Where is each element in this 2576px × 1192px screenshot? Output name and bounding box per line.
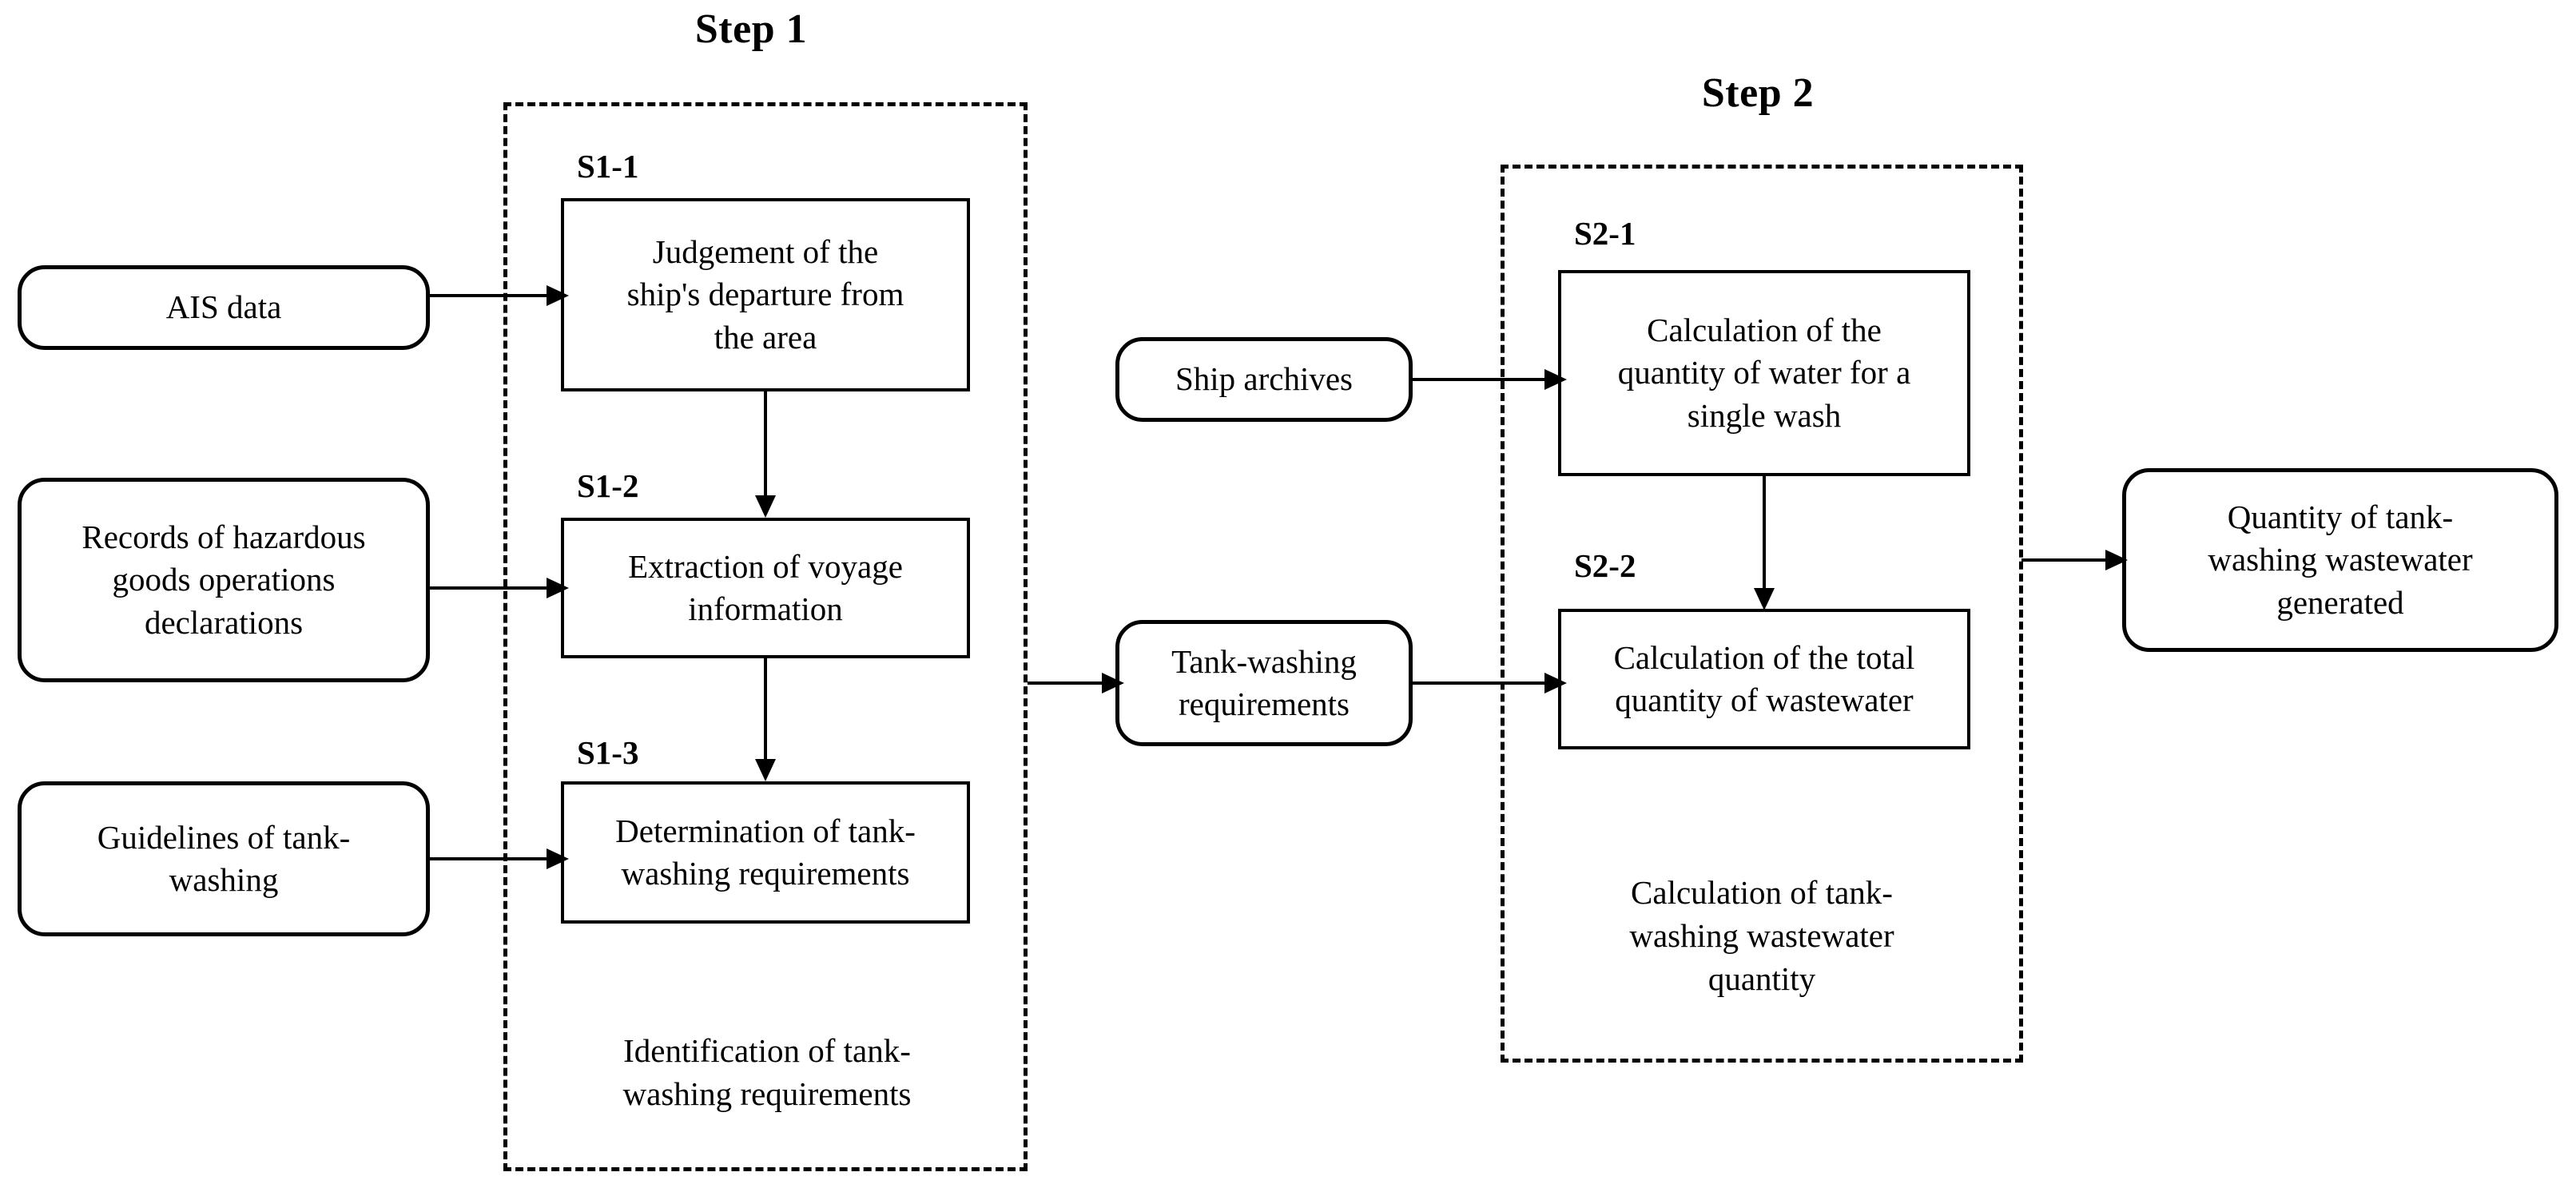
process-node-s1-2[interactable]: Extraction of voyage information [561,518,970,658]
input-node-ship-archives[interactable]: Ship archives [1115,337,1413,422]
process-label-s1-1: Judgement of the ship's departure from t… [626,233,904,356]
step2-title: Step 2 [1701,70,1815,116]
arrow-ais-to-s1-1 [430,285,569,306]
input-label-ais-data: AIS data [165,288,282,326]
step2-group-container [1501,165,2023,1063]
process-label-s1-2: Extraction of voyage information [628,547,903,627]
step2-group-caption: Calculation of tank- washing wastewater … [1629,874,1894,998]
intermediate-node-tank-washing-requirements[interactable]: Tank-washing requirements [1115,620,1413,746]
step1-title: Step 1 [694,6,808,52]
input-label-hazardous-records: Records of hazardous goods operations de… [81,519,366,641]
substep-code-s2-2: S2-2 [1574,547,1636,584]
substep-code-s1-3: S1-3 [577,734,639,771]
substep-code-s2-1: S2-1 [1574,215,1636,252]
arrow-s2-1-to-s2-2 [1754,476,1775,610]
arrow-tank-washing-requirements-to-s2-2 [1413,673,1567,693]
process-node-s2-2[interactable]: Calculation of the total quantity of was… [1558,609,1970,749]
input-label-tank-washing-guidelines: Guidelines of tank- washing [97,818,351,898]
input-node-tank-washing-guidelines[interactable]: Guidelines of tank- washing [18,781,430,936]
substep-code-s1-1: S1-1 [577,148,639,185]
output-node-wastewater-quantity[interactable]: Quantity of tank- washing wastewater gen… [2122,468,2558,652]
process-node-s1-1[interactable]: Judgement of the ship's departure from t… [561,198,970,391]
arrow-records-to-s1-2 [430,578,569,598]
arrow-step2-to-output [2021,550,2128,570]
arrow-s1-1-to-s1-2 [755,391,776,518]
process-label-s1-3: Determination of tank- washing requireme… [615,812,916,892]
arrow-ship-archives-to-s2-1 [1413,369,1567,390]
process-label-s2-1: Calculation of the quantity of water for… [1617,312,1911,434]
arrow-step1-to-tank-washing-requirements [1028,673,1124,693]
process-node-s1-3[interactable]: Determination of tank- washing requireme… [561,781,970,924]
output-label-wastewater-quantity: Quantity of tank- washing wastewater gen… [2208,499,2473,621]
input-label-ship-archives: Ship archives [1175,360,1354,398]
substep-code-s1-2: S1-2 [577,467,639,504]
input-node-ais-data[interactable]: AIS data [18,265,430,350]
step1-group-caption: Identification of tank- washing requirem… [622,1032,912,1113]
step1-group-container [503,102,1028,1171]
arrow-s1-2-to-s1-3 [755,658,776,781]
process-label-s2-2: Calculation of the total quantity of was… [1613,638,1915,718]
input-node-hazardous-records[interactable]: Records of hazardous goods operations de… [18,478,430,682]
intermediate-label-tank-washing-requirements: Tank-washing requirements [1171,642,1357,722]
arrow-guidelines-to-s1-3 [430,848,569,869]
process-node-s2-1[interactable]: Calculation of the quantity of water for… [1558,270,1970,476]
